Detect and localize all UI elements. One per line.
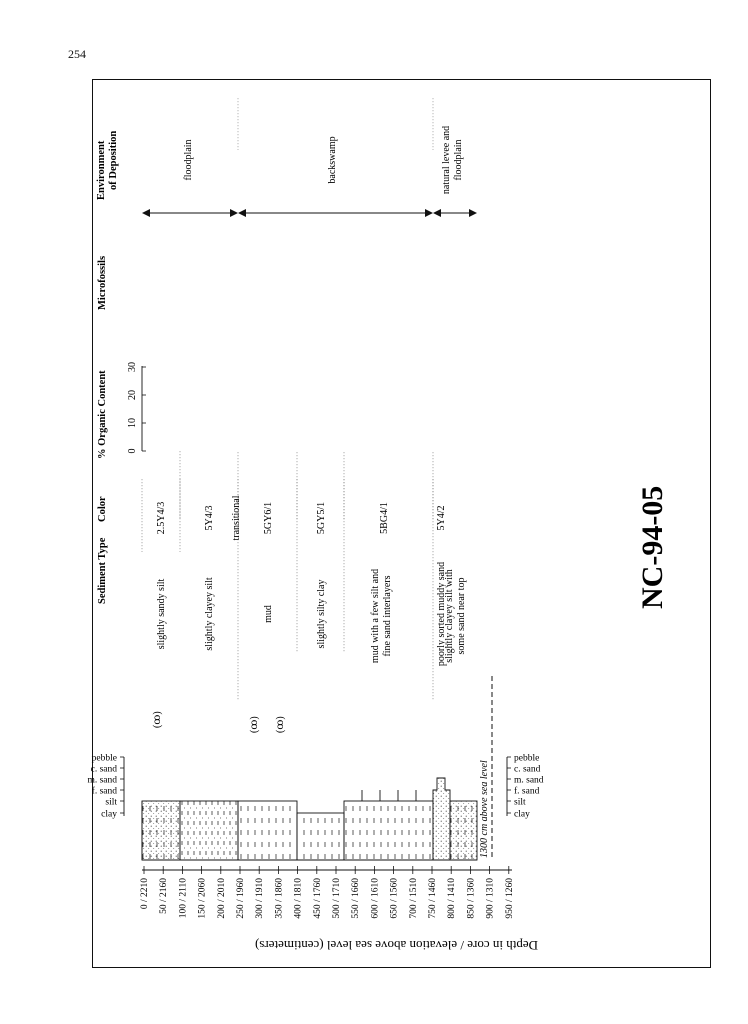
depth-axis-label: Depth in core / elevation above sea leve… — [255, 938, 538, 953]
root-trace-icon: (ꝏ) — [275, 716, 286, 733]
header-organic-content: % Organic Content — [97, 370, 108, 459]
sediment-label-line: some sand near top — [456, 578, 467, 655]
depth-tick-label: 100 / 2110 — [178, 878, 188, 919]
header-sediment-type: Sediment Type — [97, 537, 108, 604]
depth-tick-label: 950 / 1260 — [505, 878, 515, 919]
header-environment: Environment of Deposition — [96, 131, 119, 200]
header-environment-line1: Environment — [96, 140, 107, 200]
color-label: 5Y4/3 — [204, 506, 215, 531]
depth-tick-label: 0 / 2210 — [140, 878, 150, 909]
grain-label-right: f. sand — [514, 786, 540, 797]
organic-tick-label: 0 — [127, 449, 138, 454]
depth-tick-label: 500 / 1710 — [332, 878, 342, 919]
arrowhead-right-icon — [425, 209, 433, 217]
stratum-clayey-silt — [179, 800, 239, 861]
organic-tick-label: 30 — [127, 362, 138, 372]
depth-tick-label: 450 / 1760 — [313, 878, 323, 919]
grain-label-right: pebble — [514, 754, 539, 764]
sediment-type-label: slightly silty clay — [316, 580, 327, 649]
environment-label: natural levee andfloodplain — [441, 126, 464, 194]
sediment-type-label: slightly clayey silt — [204, 577, 215, 651]
depth-tick-label: 50 / 2160 — [159, 878, 169, 914]
color-label: 5Y4/2 — [436, 506, 447, 531]
organic-tick-label: 10 — [127, 418, 138, 428]
grain-label-right: silt — [514, 798, 526, 808]
environment-label: floodplain — [183, 139, 194, 180]
environment-label-line: natural levee and — [441, 126, 452, 194]
core-strata — [141, 777, 478, 861]
root-trace-icon: (ꝏ) — [249, 716, 260, 733]
environment-label-line: floodplain — [453, 139, 464, 180]
color-label: transitional — [231, 495, 242, 540]
depth-tick-label: 300 / 1910 — [255, 878, 265, 919]
grain-label-left: clay — [101, 810, 117, 820]
depth-tick-label: 800 / 1410 — [447, 878, 457, 919]
sediment-type-label: mud with a few silt andfine sand interla… — [370, 569, 393, 663]
header-color: Color — [97, 496, 108, 522]
stratum-muddy-sand — [432, 777, 451, 861]
stratum-mud — [237, 800, 298, 861]
sediment-type-label: slightly sandy silt — [156, 578, 167, 649]
grain-label-left: m. sand — [87, 776, 117, 786]
grain-label-left: silt — [105, 798, 117, 808]
depth-tick-label: 750 / 1460 — [428, 878, 438, 919]
arrowhead-left-icon — [433, 209, 441, 217]
sediment-type-label: slightly clayey silt withsome sand near … — [444, 569, 467, 663]
organic-tick-label: 20 — [127, 390, 138, 400]
color-label: 2.5Y4/3 — [156, 502, 167, 535]
header-environment-line2: of Deposition — [108, 131, 119, 190]
arrowhead-left-icon — [142, 209, 150, 217]
page-frame — [92, 79, 711, 968]
header-microfossils: Microfossils — [97, 256, 108, 310]
sediment-label-line: mud with a few silt and — [370, 569, 381, 663]
color-label: 5BG4/1 — [379, 502, 390, 534]
grain-label-right: m. sand — [514, 776, 544, 786]
depth-tick-label: 650 / 1560 — [390, 878, 400, 919]
depth-tick-label: 350 / 1860 — [274, 878, 284, 919]
depth-tick-label: 700 / 1510 — [409, 878, 419, 919]
core-id-title: NC-94-05 — [636, 486, 669, 609]
grain-label-right: c. sand — [514, 765, 541, 775]
depth-tick-label: 550 / 1660 — [351, 878, 361, 919]
unit-separators — [141, 98, 434, 700]
stratum-mud-interlayers — [343, 800, 434, 861]
depth-tick-label: 250 / 1960 — [236, 878, 246, 919]
grain-label-left: c. sand — [91, 765, 118, 775]
color-label: 5GY5/1 — [316, 502, 327, 534]
depth-tick-label: 850 / 1360 — [466, 878, 476, 919]
sediment-label-line: fine sand interlayers — [382, 575, 393, 656]
depth-axis: 0 / 2210 50 / 2160 100 / 2110 150 / 2060 200… — [140, 866, 515, 919]
sea-level-note: 1300 cm above sea level — [479, 760, 490, 858]
arrowhead-left-icon — [238, 209, 246, 217]
depth-tick-label: 200 / 2010 — [217, 878, 227, 919]
grain-label-right: clay — [514, 810, 530, 820]
depth-tick-label: 150 / 2060 — [198, 878, 208, 919]
arrowhead-right-icon — [230, 209, 238, 217]
stratum-silty-clay — [296, 812, 345, 861]
stratum-sandy-silt-overlay — [142, 801, 180, 860]
shell-fragment-icon: (ꝏ) — [152, 711, 163, 728]
sediment-type-label: poorly sorted muddy sand — [436, 562, 447, 666]
depth-tick-label: 600 / 1610 — [370, 878, 380, 919]
stratum-clayey-silt-sand-overlay — [450, 801, 477, 860]
depth-tick-label: 400 / 1810 — [294, 878, 304, 919]
environment-label: backswamp — [327, 136, 338, 183]
sediment-type-label: mud — [263, 605, 274, 623]
sediment-label-line: slightly clayey silt with — [444, 569, 455, 663]
page-number: 254 — [68, 47, 86, 61]
unit-labels: slightly sandy silt 2.5Y4/3 slightly claye… — [156, 495, 467, 666]
grain-label-left: f. sand — [92, 786, 118, 797]
grain-label-left: pebble — [92, 754, 117, 764]
color-label: 5GY6/1 — [263, 502, 274, 534]
arrowhead-right-icon — [469, 209, 477, 217]
depth-tick-label: 900 / 1310 — [486, 878, 496, 919]
organic-content-axis: 0 10 20 30 — [127, 362, 146, 454]
